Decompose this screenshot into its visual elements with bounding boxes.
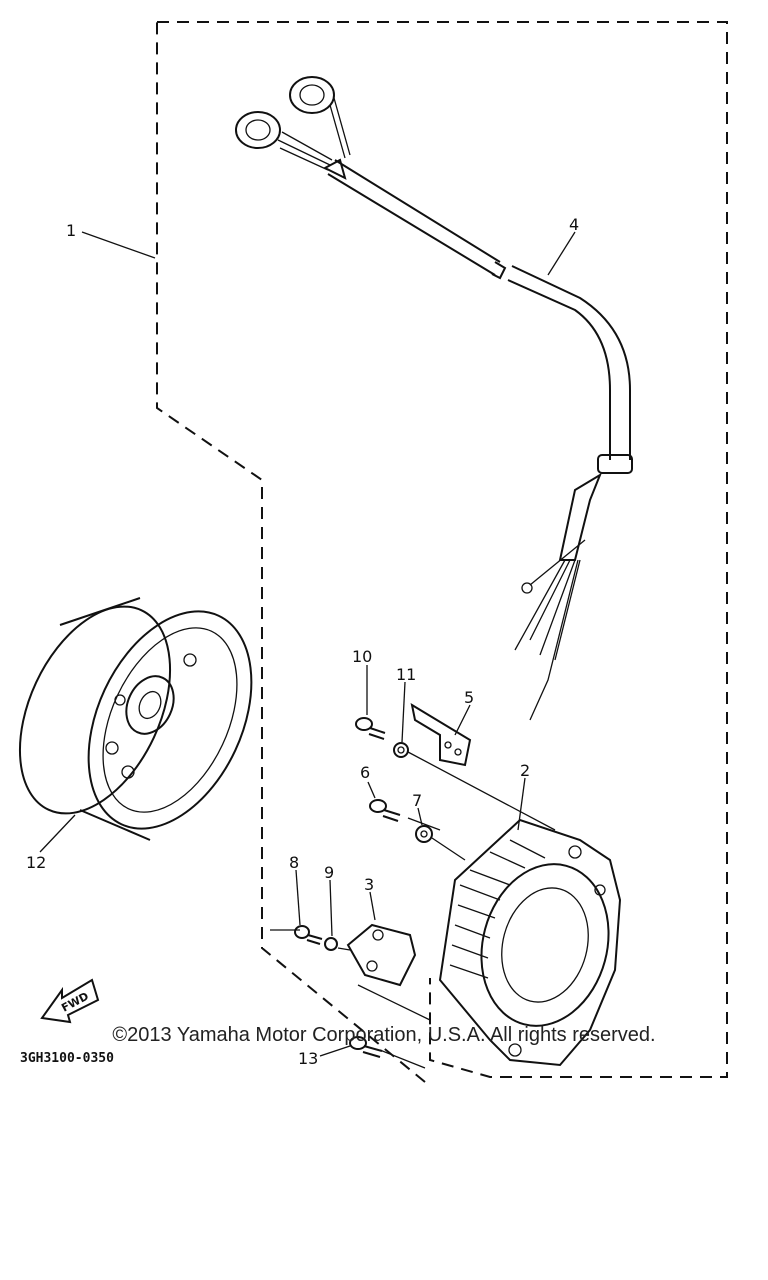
callout-9: 9 — [324, 863, 334, 882]
fwd-arrow-icon — [40, 978, 100, 1024]
wire-bracket — [410, 702, 472, 767]
callout-6: 6 — [360, 763, 370, 782]
callout-12: 12 — [26, 853, 46, 872]
leader-13 — [319, 1045, 351, 1057]
leader-3 — [369, 891, 376, 921]
callout-11: 11 — [396, 665, 416, 684]
assembly-boundary — [156, 21, 728, 1083]
callout-7: 7 — [412, 791, 422, 810]
leader-2 — [517, 777, 526, 831]
washer-9 — [324, 937, 338, 951]
leader-5 — [454, 704, 471, 736]
callout-3: 3 — [364, 875, 374, 894]
leader-9 — [329, 879, 333, 937]
callout-4: 4 — [569, 215, 579, 234]
pulser-coil — [346, 923, 417, 987]
leader-4 — [547, 231, 576, 276]
leader-12 — [39, 814, 76, 853]
screw-6 — [369, 799, 401, 822]
copyright-notice: ©2013 Yamaha Motor Corporation, U.S.A. A… — [112, 1024, 656, 1046]
leader-1 — [81, 231, 156, 259]
screw-13 — [349, 1036, 383, 1058]
callout-13: 13 — [298, 1049, 318, 1068]
flywheel-rotor — [18, 597, 253, 841]
callout-1: 1 — [66, 221, 76, 240]
leader-6 — [367, 781, 376, 799]
screw-10 — [355, 717, 386, 740]
callout-2: 2 — [520, 761, 530, 780]
screw-8 — [294, 925, 323, 945]
washer-11 — [393, 742, 409, 758]
wire-harness — [235, 76, 633, 721]
alignment-lines — [270, 751, 556, 1069]
washer-7 — [415, 825, 433, 843]
leader-11 — [401, 681, 406, 743]
leader-8 — [295, 869, 301, 926]
callout-8: 8 — [289, 853, 299, 872]
callout-10: 10 — [352, 647, 372, 666]
drawing-code: 3GH3100-0350 — [20, 1051, 114, 1066]
stator-assembly — [438, 818, 622, 1067]
callout-5: 5 — [464, 688, 474, 707]
leader-7 — [417, 807, 423, 826]
